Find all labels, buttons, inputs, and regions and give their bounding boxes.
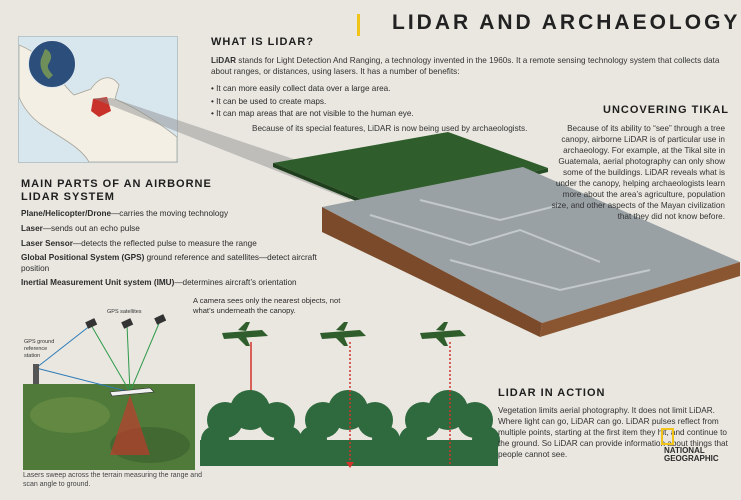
camera-diagram xyxy=(200,322,302,466)
main-parts-heading: MAIN PARTS OF AN AIRBORNE LIDAR SYSTEM xyxy=(21,178,212,203)
airplane-icon xyxy=(109,387,155,397)
part-item: Global Positional System (GPS) ground re… xyxy=(21,252,321,274)
gps-ground-label: GPS ground reference station xyxy=(24,339,55,359)
yellow-border-icon xyxy=(661,428,674,446)
satellite-icon xyxy=(85,318,98,329)
laser-sweep-cone xyxy=(110,395,150,455)
part-term: Laser Sensor xyxy=(21,239,73,248)
gps-satellites-label: GPS satellites xyxy=(107,309,142,315)
part-desc: ground reference and satellites—detect a… xyxy=(21,253,317,273)
satellite-icon xyxy=(154,314,167,325)
what-is-lidar-paragraph: LiDAR stands for Light Detection And Ran… xyxy=(211,55,731,77)
lidar-terrain-model xyxy=(322,167,740,323)
logo-line: NATIONAL xyxy=(664,445,705,455)
logo-line: GEOGRAPHIC xyxy=(664,453,719,463)
lidar-pulse-diagram-ground xyxy=(398,322,500,466)
part-term: Inertial Measurement Unit system (IMU) xyxy=(21,278,175,287)
part-item: Inertial Measurement Unit system (IMU)—d… xyxy=(21,277,321,288)
camera-note: A camera sees only the nearest objects, … xyxy=(193,296,341,315)
part-desc: —detects the reflected pulse to measure … xyxy=(72,239,257,248)
part-term: Plane/Helicopter/Drone xyxy=(21,209,112,218)
title-accent-bar xyxy=(357,14,360,36)
lidar-in-action-paragraph: Vegetation limits aerial photography. It… xyxy=(498,406,728,459)
part-item: Laser—sends out an echo pulse xyxy=(21,223,321,234)
lidar-definition: stands for Light Detection And Ranging, … xyxy=(211,56,720,76)
part-item: Laser Sensor—detects the reflected pulse… xyxy=(21,238,321,249)
list-item: It can be used to create maps. xyxy=(211,96,414,109)
lidar-term: LiDAR xyxy=(211,56,237,65)
satellite-icon xyxy=(121,318,134,329)
ground-station-icon xyxy=(33,364,39,384)
uncovering-tikal-paragraph: Because of its ability to “see” through … xyxy=(551,124,725,221)
page-title: LIDAR AND ARCHAEOLOGY xyxy=(392,11,741,34)
part-desc: —carries the moving technology xyxy=(111,209,229,218)
what-is-lidar-heading: WHAT IS LIDAR? xyxy=(211,36,315,48)
archaeology-sentence: Because of its special features, LiDAR i… xyxy=(252,124,528,133)
canopy-layer xyxy=(273,132,548,208)
soil-side-right xyxy=(540,262,740,337)
photo-caption: Lasers sweep across the terrain measurin… xyxy=(23,472,202,488)
lidar-pulse-diagram xyxy=(298,322,400,468)
soil-side-left xyxy=(322,207,542,337)
lidar-in-action-heading: LIDAR IN ACTION xyxy=(498,387,606,399)
benefits-list: It can more easily collect data over a l… xyxy=(211,83,414,121)
guatemala-highlight xyxy=(91,97,111,117)
list-item: It can more easily collect data over a l… xyxy=(211,83,414,96)
part-term: Laser xyxy=(21,224,43,233)
part-desc: —determines aircraft’s orientation xyxy=(174,278,297,287)
uncovering-tikal-heading: UNCOVERING TIKAL xyxy=(603,104,729,116)
list-item: It can map areas that are not visible to… xyxy=(211,108,414,121)
part-term: Global Positional System (GPS) xyxy=(21,253,145,262)
globe-icon xyxy=(28,40,76,88)
part-item: Plane/Helicopter/Drone—carries the movin… xyxy=(21,208,321,219)
map-pointer-beam xyxy=(92,98,350,200)
central-america-map xyxy=(19,44,177,162)
part-desc: —sends out an echo pulse xyxy=(42,224,140,233)
